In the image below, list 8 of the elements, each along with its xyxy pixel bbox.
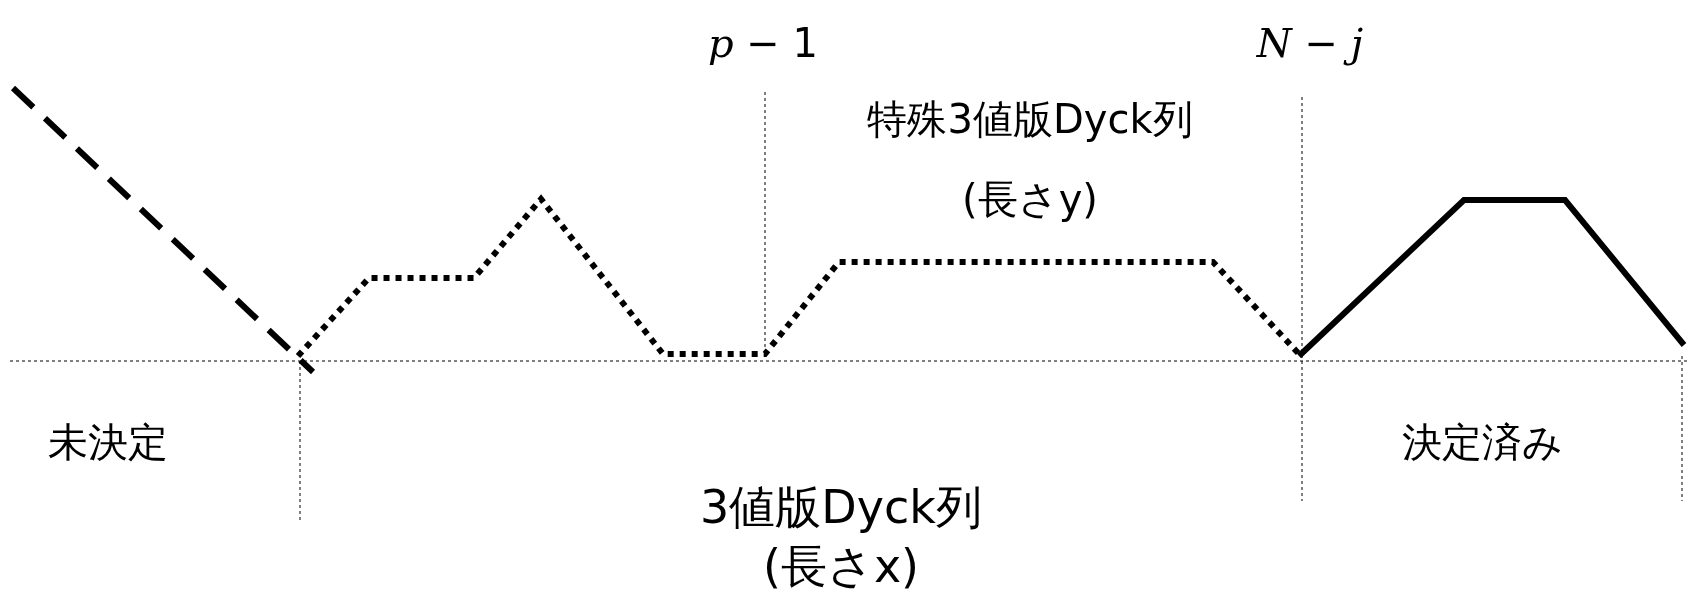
segment-label: 3値版Dyck列 xyxy=(700,481,982,533)
position-label: N − j xyxy=(1256,21,1364,65)
region-label: 未決定 xyxy=(48,420,168,464)
position-label: p − 1 xyxy=(708,21,818,65)
segment-label: (長さy) xyxy=(962,177,1098,221)
region-label: 決定済み xyxy=(1401,420,1563,464)
segment-label: 特殊3値版Dyck列 xyxy=(867,97,1193,141)
segment-label: (長さx) xyxy=(762,540,920,592)
